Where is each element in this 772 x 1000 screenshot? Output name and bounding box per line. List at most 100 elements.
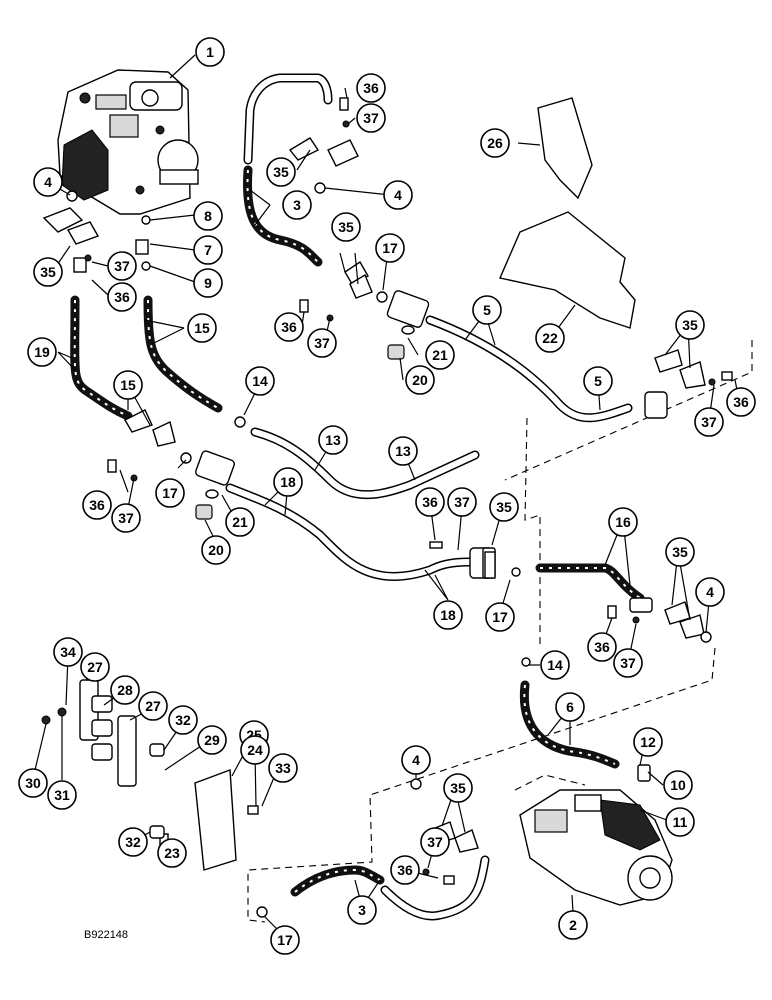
callout-18: 18 — [433, 600, 463, 630]
svg-text:28: 28 — [117, 682, 133, 698]
svg-text:24: 24 — [247, 742, 263, 758]
svg-text:35: 35 — [682, 317, 698, 333]
svg-text:31: 31 — [54, 787, 70, 803]
callout-37: 37 — [447, 487, 477, 517]
svg-text:30: 30 — [25, 775, 41, 791]
svg-text:17: 17 — [277, 932, 293, 948]
callout-17: 17 — [485, 602, 515, 632]
callout-3: 3 — [347, 895, 377, 925]
svg-text:14: 14 — [547, 657, 563, 673]
svg-text:36: 36 — [89, 497, 105, 513]
svg-text:20: 20 — [208, 542, 224, 558]
svg-text:36: 36 — [397, 862, 413, 878]
callout-36: 36 — [390, 855, 420, 885]
callout-36: 36 — [274, 312, 304, 342]
svg-text:8: 8 — [204, 208, 212, 224]
callout-26: 26 — [480, 128, 510, 158]
bracket-26 — [537, 97, 593, 200]
hoses — [70, 165, 645, 897]
callout-37: 37 — [356, 103, 386, 133]
callout-35: 35 — [675, 310, 705, 340]
svg-text:2: 2 — [569, 917, 577, 933]
svg-text:21: 21 — [432, 347, 448, 363]
callout-11: 11 — [665, 807, 695, 837]
callout-36: 36 — [587, 632, 617, 662]
callout-36: 36 — [82, 490, 112, 520]
callout-36: 36 — [415, 487, 445, 517]
svg-text:18: 18 — [280, 474, 296, 490]
callout-37: 37 — [307, 328, 337, 358]
svg-text:12: 12 — [640, 734, 656, 750]
callout-21: 21 — [425, 340, 455, 370]
svg-text:21: 21 — [232, 514, 248, 530]
callout-37: 37 — [420, 827, 450, 857]
callout-27: 27 — [138, 691, 168, 721]
callout-7: 7 — [193, 235, 223, 265]
callout-1: 1 — [195, 37, 225, 67]
hydraulic-pump — [57, 69, 199, 215]
bracket-25 — [194, 769, 237, 871]
callout-14: 14 — [245, 366, 275, 396]
callout-20: 20 — [405, 365, 435, 395]
callout-35: 35 — [331, 212, 361, 242]
svg-text:17: 17 — [382, 240, 398, 256]
callout-4: 4 — [383, 180, 413, 210]
svg-text:15: 15 — [120, 377, 136, 393]
svg-text:37: 37 — [620, 655, 636, 671]
svg-text:5: 5 — [483, 302, 491, 318]
svg-text:27: 27 — [87, 659, 103, 675]
callout-13: 13 — [388, 436, 418, 466]
svg-text:36: 36 — [363, 80, 379, 96]
callout-16: 16 — [608, 507, 638, 537]
hardware — [41, 97, 733, 918]
callout-29: 29 — [197, 725, 227, 755]
svg-text:35: 35 — [273, 164, 289, 180]
callout-5: 5 — [472, 295, 502, 325]
steel-tubes — [225, 73, 633, 921]
shield-parts — [194, 97, 636, 871]
svg-text:36: 36 — [733, 394, 749, 410]
callout-24: 24 — [240, 735, 270, 765]
callout-5: 5 — [583, 366, 613, 396]
callout-31: 31 — [47, 780, 77, 810]
svg-text:26: 26 — [487, 135, 503, 151]
callout-4: 4 — [401, 745, 431, 775]
callout-10: 10 — [663, 770, 693, 800]
callout-6: 6 — [555, 692, 585, 722]
svg-text:11: 11 — [673, 814, 688, 830]
callout-19: 19 — [27, 337, 57, 367]
svg-text:17: 17 — [162, 485, 178, 501]
callout-2: 2 — [558, 910, 588, 940]
svg-text:37: 37 — [114, 258, 130, 274]
svg-text:7: 7 — [204, 242, 212, 258]
svg-text:35: 35 — [496, 499, 512, 515]
svg-text:5: 5 — [594, 373, 602, 389]
dashed-line-lower-left — [247, 647, 716, 923]
svg-text:18: 18 — [440, 607, 456, 623]
svg-text:19: 19 — [34, 344, 50, 360]
svg-text:3: 3 — [358, 902, 366, 918]
dashed-boundaries — [247, 340, 753, 923]
callout-21: 21 — [225, 507, 255, 537]
callout-35: 35 — [443, 773, 473, 803]
svg-text:36: 36 — [422, 494, 438, 510]
shield-22 — [499, 211, 636, 329]
svg-text:34: 34 — [60, 644, 76, 660]
svg-text:37: 37 — [314, 335, 330, 351]
callout-15: 15 — [113, 370, 143, 400]
callout-17: 17 — [375, 233, 405, 263]
callout-32: 32 — [118, 827, 148, 857]
svg-text:4: 4 — [44, 174, 52, 190]
callout-36: 36 — [107, 282, 137, 312]
callout-23: 23 — [157, 838, 187, 868]
svg-text:22: 22 — [542, 330, 558, 346]
callout-30: 30 — [18, 768, 48, 798]
callout-15: 15 — [187, 313, 217, 343]
callout-22: 22 — [535, 323, 565, 353]
svg-text:32: 32 — [125, 834, 141, 850]
svg-text:35: 35 — [338, 219, 354, 235]
svg-text:36: 36 — [594, 639, 610, 655]
callout-3: 3 — [282, 190, 312, 220]
